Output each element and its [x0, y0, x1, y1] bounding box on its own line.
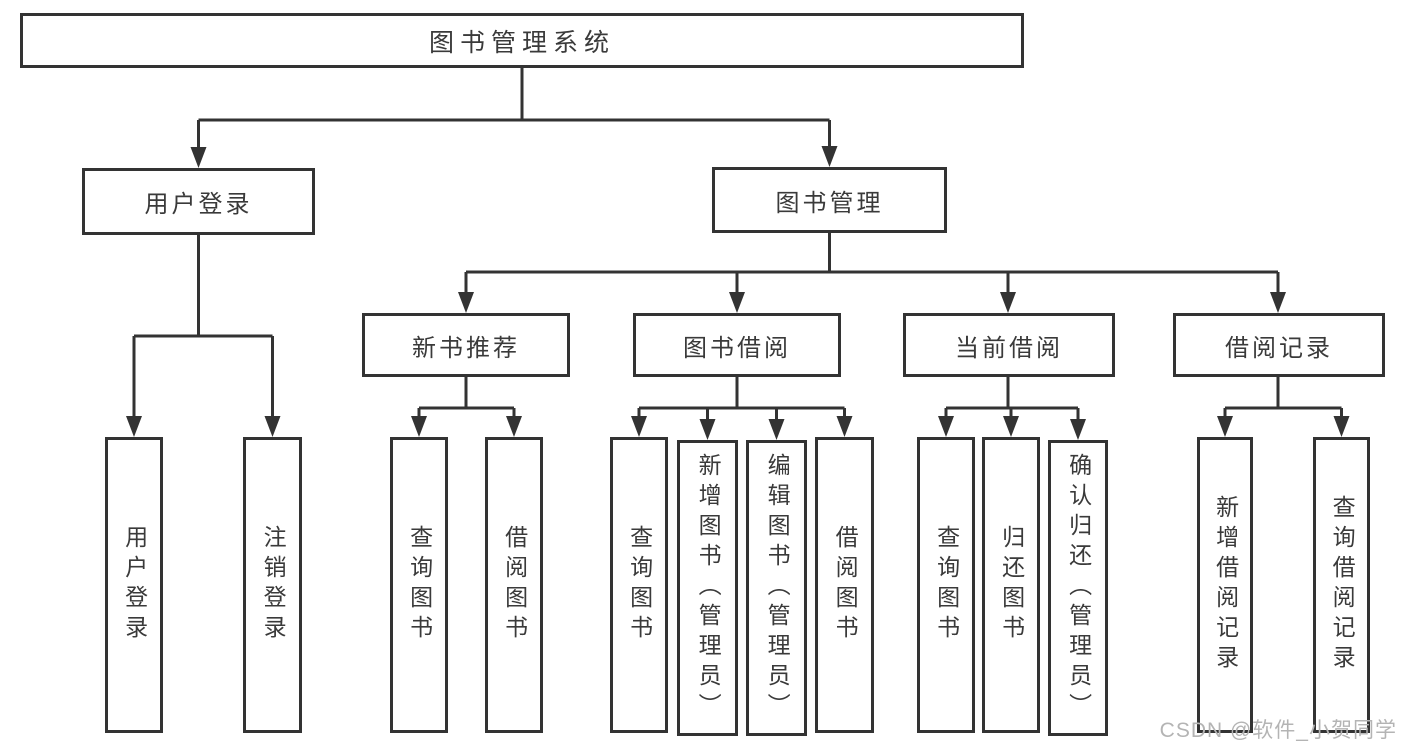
node-br-add-record-label: 新增借阅记录	[1212, 495, 1239, 675]
node-bb-add-books-admin-label: 新增图书（管理员）	[695, 453, 722, 723]
node-bb-add-books-admin: 新增图书（管理员）	[677, 440, 738, 736]
node-br-query-record-label: 查询借阅记录	[1329, 495, 1356, 675]
node-new-book-recommend: 新书推荐	[362, 313, 570, 377]
node-bb-query-books-label: 查询图书	[626, 525, 653, 645]
node-current-borrow: 当前借阅	[903, 313, 1115, 377]
node-cb-query-books: 查询图书	[917, 437, 975, 733]
node-bb-borrow-books: 借阅图书	[815, 437, 874, 733]
node-bb-edit-books-admin: 编辑图书（管理员）	[746, 440, 807, 736]
csdn-watermark: CSDN @软件_小贺同学	[1159, 719, 1397, 742]
node-br-query-record: 查询借阅记录	[1313, 437, 1370, 733]
node-br-add-record: 新增借阅记录	[1197, 437, 1253, 733]
node-nbr-borrow-books: 借阅图书	[485, 437, 543, 733]
node-cb-return-books: 归还图书	[982, 437, 1040, 733]
node-root-library-system: 图书管理系统	[20, 13, 1024, 68]
node-cb-query-books-label: 查询图书	[933, 525, 960, 645]
node-cb-confirm-return-admin-label: 确认归还（管理员）	[1065, 453, 1092, 723]
node-bb-edit-books-admin-label: 编辑图书（管理员）	[764, 453, 791, 723]
node-book-management: 图书管理	[712, 167, 947, 233]
node-book-borrow: 图书借阅	[633, 313, 841, 377]
node-nbr-query-books: 查询图书	[390, 437, 448, 733]
node-user-login: 用户登录	[82, 168, 315, 235]
node-logout: 注销登录	[243, 437, 302, 733]
node-cb-return-books-label: 归还图书	[998, 525, 1025, 645]
node-bb-query-books: 查询图书	[610, 437, 668, 733]
node-borrow-records: 借阅记录	[1173, 313, 1385, 377]
node-bb-borrow-books-label: 借阅图书	[832, 525, 859, 645]
node-user-login-action-label: 用户登录	[121, 525, 148, 645]
node-cb-confirm-return-admin: 确认归还（管理员）	[1048, 440, 1108, 736]
node-nbr-borrow-books-label: 借阅图书	[501, 525, 528, 645]
node-user-login-action: 用户登录	[105, 437, 163, 733]
node-nbr-query-books-label: 查询图书	[406, 525, 433, 645]
node-logout-label: 注销登录	[260, 525, 287, 645]
